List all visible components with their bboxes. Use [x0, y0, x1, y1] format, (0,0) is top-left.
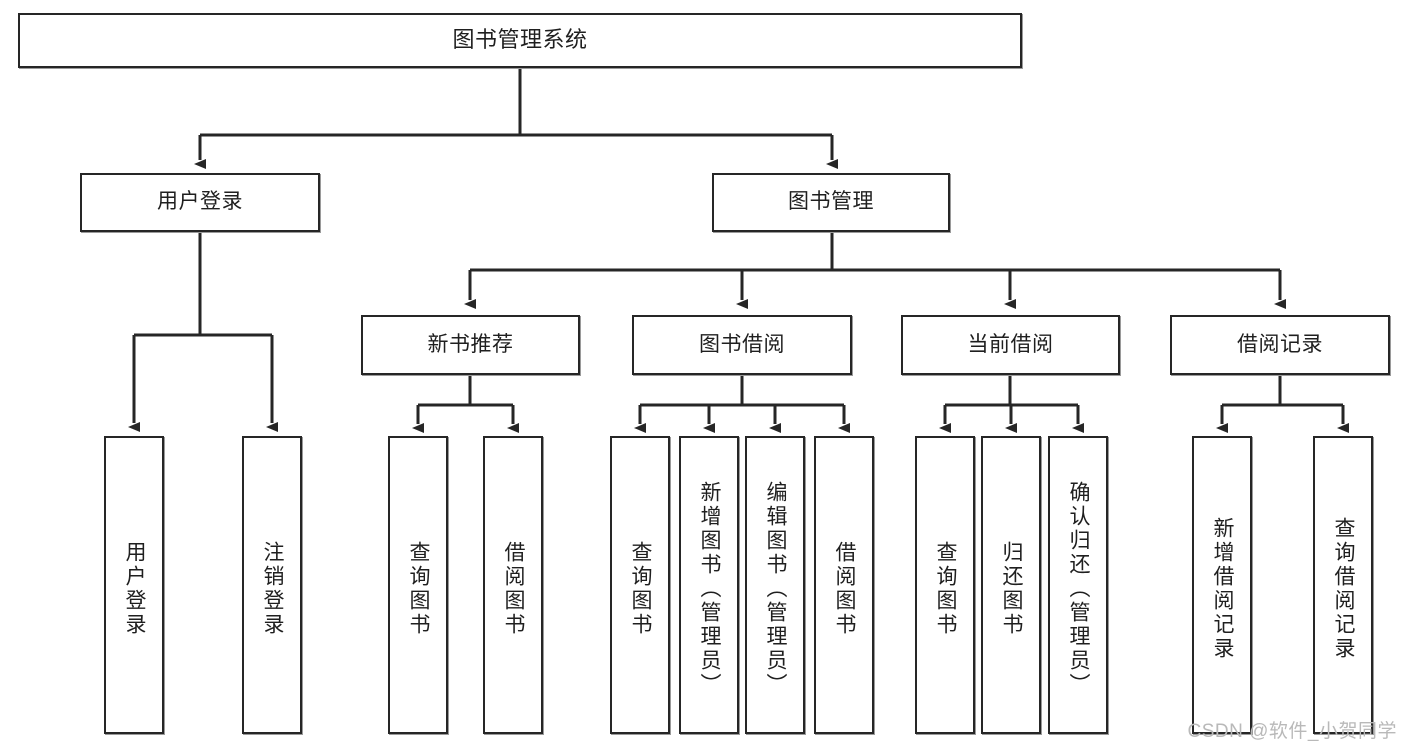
node-leaf-borrow-edit-book-label: 编辑图书（管理员） [764, 481, 788, 697]
node-leaf-borrow-edit-book[interactable]: 编辑图书（管理员） [745, 436, 805, 734]
node-leaf-current-query-book[interactable]: 查询图书 [915, 436, 975, 734]
node-leaf-record-add-label: 新增借阅记录 [1211, 517, 1235, 661]
node-user-login[interactable]: 用户登录 [80, 173, 320, 232]
node-leaf-recommend-borrow-book-label: 借阅图书 [502, 541, 526, 637]
node-leaf-borrow-query-book-label: 查询图书 [629, 541, 653, 637]
node-leaf-logout[interactable]: 注销登录 [242, 436, 302, 734]
node-leaf-recommend-query-book-label: 查询图书 [407, 541, 431, 637]
node-leaf-current-return-book[interactable]: 归还图书 [981, 436, 1041, 734]
node-leaf-borrow-add-book-label: 新增图书（管理员） [698, 481, 722, 697]
node-leaf-record-add[interactable]: 新增借阅记录 [1192, 436, 1252, 734]
node-leaf-current-query-book-label: 查询图书 [934, 541, 958, 637]
node-leaf-borrow-query-book[interactable]: 查询图书 [610, 436, 670, 734]
watermark: CSDN @软件_小贺同学 [1187, 721, 1397, 742]
node-current-borrow-label: 当前借阅 [967, 332, 1054, 356]
node-leaf-recommend-query-book[interactable]: 查询图书 [388, 436, 448, 734]
node-new-book-recommend[interactable]: 新书推荐 [361, 315, 580, 375]
node-leaf-logout-label: 注销登录 [261, 541, 285, 637]
node-user-login-label: 用户登录 [157, 190, 243, 214]
node-leaf-current-confirm-return-label: 确认归还（管理员） [1067, 481, 1091, 697]
node-borrow-record-label: 借阅记录 [1237, 332, 1323, 356]
node-root-label: 图书管理系统 [452, 27, 588, 53]
node-leaf-borrow-borrow-book[interactable]: 借阅图书 [814, 436, 874, 734]
node-book-manage-label: 图书管理 [788, 190, 874, 214]
node-leaf-record-query[interactable]: 查询借阅记录 [1313, 436, 1373, 734]
node-leaf-current-return-book-label: 归还图书 [1000, 541, 1024, 637]
node-borrow-record[interactable]: 借阅记录 [1170, 315, 1390, 375]
node-leaf-record-query-label: 查询借阅记录 [1332, 517, 1356, 661]
node-leaf-user-login[interactable]: 用户登录 [104, 436, 164, 734]
node-leaf-current-confirm-return[interactable]: 确认归还（管理员） [1048, 436, 1108, 734]
node-book-manage[interactable]: 图书管理 [712, 173, 950, 232]
node-leaf-borrow-borrow-book-label: 借阅图书 [833, 541, 857, 637]
node-current-borrow[interactable]: 当前借阅 [901, 315, 1120, 375]
node-leaf-recommend-borrow-book[interactable]: 借阅图书 [483, 436, 543, 734]
node-leaf-user-login-label: 用户登录 [123, 541, 147, 637]
node-book-borrow[interactable]: 图书借阅 [632, 315, 852, 375]
node-root[interactable]: 图书管理系统 [18, 13, 1022, 68]
node-book-borrow-label: 图书借阅 [699, 332, 785, 356]
node-new-book-recommend-label: 新书推荐 [427, 332, 514, 356]
node-leaf-borrow-add-book[interactable]: 新增图书（管理员） [679, 436, 739, 734]
